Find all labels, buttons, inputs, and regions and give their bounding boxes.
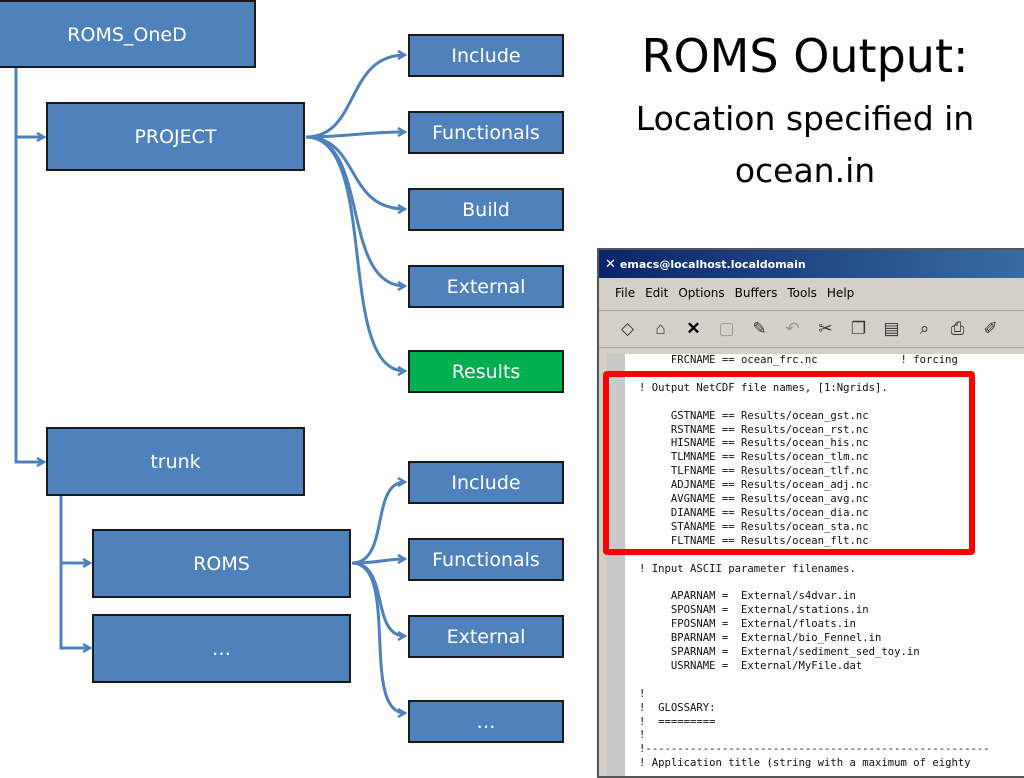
code-line: ! — [639, 687, 646, 700]
undo-icon[interactable]: ↶ — [785, 319, 800, 338]
code-line: SPOSNAM = External/stations.in — [639, 604, 869, 617]
code-line: HISNAME == Results/ocean_his.nc — [639, 437, 869, 450]
code-buffer[interactable]: FRCNAME == ocean_frc.nc ! forcing ! Outp… — [625, 354, 1024, 776]
code-line — [639, 674, 990, 688]
code-line: FRCNAME == ocean_frc.nc ! forcing — [639, 354, 958, 366]
code-line: APARNAM = External/s4dvar.in — [639, 590, 856, 603]
emacs-window-title: emacs@localhost.localdomain — [619, 257, 806, 271]
menu-file[interactable]: File — [615, 286, 636, 300]
menu-tools[interactable]: Tools — [787, 286, 817, 300]
root-to-project-connector — [14, 68, 44, 137]
code-line: ! ========= — [639, 715, 716, 728]
emacs-titlebar: ✕ emacs@localhost.localdomain — [599, 250, 1024, 278]
code-line: ADJNAME == Results/ocean_adj.nc — [639, 479, 869, 492]
code-line: ! Output NetCDF file names, [1:Ngrids]. — [639, 381, 888, 394]
code-line: FLTNAME == Results/ocean_flt.nc — [639, 534, 869, 547]
roms-include-box: Include — [408, 461, 564, 504]
trunk-to-roms-connector — [59, 495, 90, 563]
close-icon[interactable]: ✕ — [686, 319, 701, 338]
menu-options[interactable]: Options — [678, 286, 725, 300]
code-line: TLMNAME == Results/ocean_tlm.nc — [639, 451, 869, 464]
project-to-external-connector — [305, 135, 405, 286]
emacs-toolbar: ◇ ⌂ ✕ ▢ ✎ ↶ ✂ ❐ ▤ ⌕ ⎙ ✐ — [599, 310, 1024, 348]
search-icon[interactable]: ⌕ — [919, 319, 930, 338]
roms-to-include-connector — [351, 482, 405, 565]
project-to-include-connector — [305, 55, 405, 139]
emacs-window: ✕ emacs@localhost.localdomain File Edit … — [597, 248, 1024, 778]
menu-edit[interactable]: Edit — [645, 286, 669, 300]
save-icon[interactable]: ▢ — [718, 319, 735, 338]
code-line: STANAME == Results/ocean_sta.nc — [639, 520, 869, 533]
root-node-box: ROMS_OneD — [0, 0, 256, 68]
code-line: ! GLOSSARY: — [639, 701, 716, 714]
code-line — [639, 577, 990, 591]
code-line: ! — [639, 729, 646, 742]
roms-external-box: External — [408, 615, 564, 658]
emacs-menubar: File Edit Options Buffers Tools Help — [599, 282, 1024, 304]
menu-buffers[interactable]: Buffers — [734, 286, 778, 300]
x-window-icon: ✕ — [605, 256, 616, 272]
project-include-box: Include — [408, 34, 564, 77]
code-line: USRNAME = External/MyFile.dat — [639, 659, 863, 672]
print-icon[interactable]: ⎙ — [950, 319, 965, 338]
project-functionals-box: Functionals — [408, 111, 564, 154]
trunk-to-ellipsis-connector — [59, 563, 90, 648]
slide-title: ROMS Output: — [641, 29, 969, 83]
code-line: DIANAME == Results/ocean_dia.nc — [639, 506, 869, 519]
write-icon[interactable]: ✎ — [752, 319, 767, 338]
root-to-trunk-connector — [14, 137, 44, 462]
project-to-functionals-connector — [305, 132, 405, 139]
project-build-box: Build — [408, 188, 564, 231]
open-folder-icon[interactable]: ⌂ — [655, 319, 666, 338]
slide-subtitle-line1: Location specified in — [635, 99, 975, 138]
code-line: FPOSNAM = External/floats.in — [639, 618, 856, 631]
code-line: RSTNAME == Results/ocean_rst.nc — [639, 423, 869, 436]
code-line: !---------------------------------------… — [639, 743, 990, 756]
code-line: ! Input ASCII parameter filenames. — [639, 562, 856, 575]
paste-icon[interactable]: ▤ — [883, 319, 900, 338]
cut-icon[interactable]: ✂ — [818, 319, 833, 338]
project-to-results-connector — [305, 135, 405, 371]
slide-subtitle-line2: ocean.in — [734, 151, 876, 190]
roms-to-ellipsis-connector — [351, 561, 405, 713]
connector-lines — [14, 0, 600, 768]
project-node-box: PROJECT — [46, 102, 305, 171]
preferences-icon[interactable]: ✐ — [983, 319, 998, 338]
trunk-ellipsis-box: … — [92, 614, 351, 683]
code-text: FRCNAME == ocean_frc.nc ! forcing ! Outp… — [639, 354, 990, 771]
code-line: BPARNAM = External/bio_Fennel.in — [639, 632, 882, 645]
project-results-box: Results — [408, 350, 564, 393]
roms-functionals-box: Functionals — [408, 538, 564, 581]
code-line: GSTNAME == Results/ocean_gst.nc — [639, 409, 869, 422]
output-files-highlight — [603, 371, 975, 555]
code-line: AVGNAME == Results/ocean_avg.nc — [639, 493, 869, 506]
code-line: SPARNAM = External/sediment_sed_toy.in — [639, 646, 920, 659]
copy-icon[interactable]: ❐ — [850, 319, 867, 338]
roms-node-box: ROMS — [92, 529, 351, 598]
project-to-build-connector — [305, 135, 405, 209]
new-file-icon[interactable]: ◇ — [620, 319, 635, 338]
project-external-box: External — [408, 265, 564, 308]
code-line: ! Application title (string with a maxim… — [639, 757, 971, 770]
roms-ellipsis-box: … — [408, 700, 564, 743]
code-line: TLFNAME == Results/ocean_tlf.nc — [639, 465, 869, 478]
trunk-node-box: trunk — [46, 427, 305, 496]
menu-help[interactable]: Help — [826, 286, 855, 300]
